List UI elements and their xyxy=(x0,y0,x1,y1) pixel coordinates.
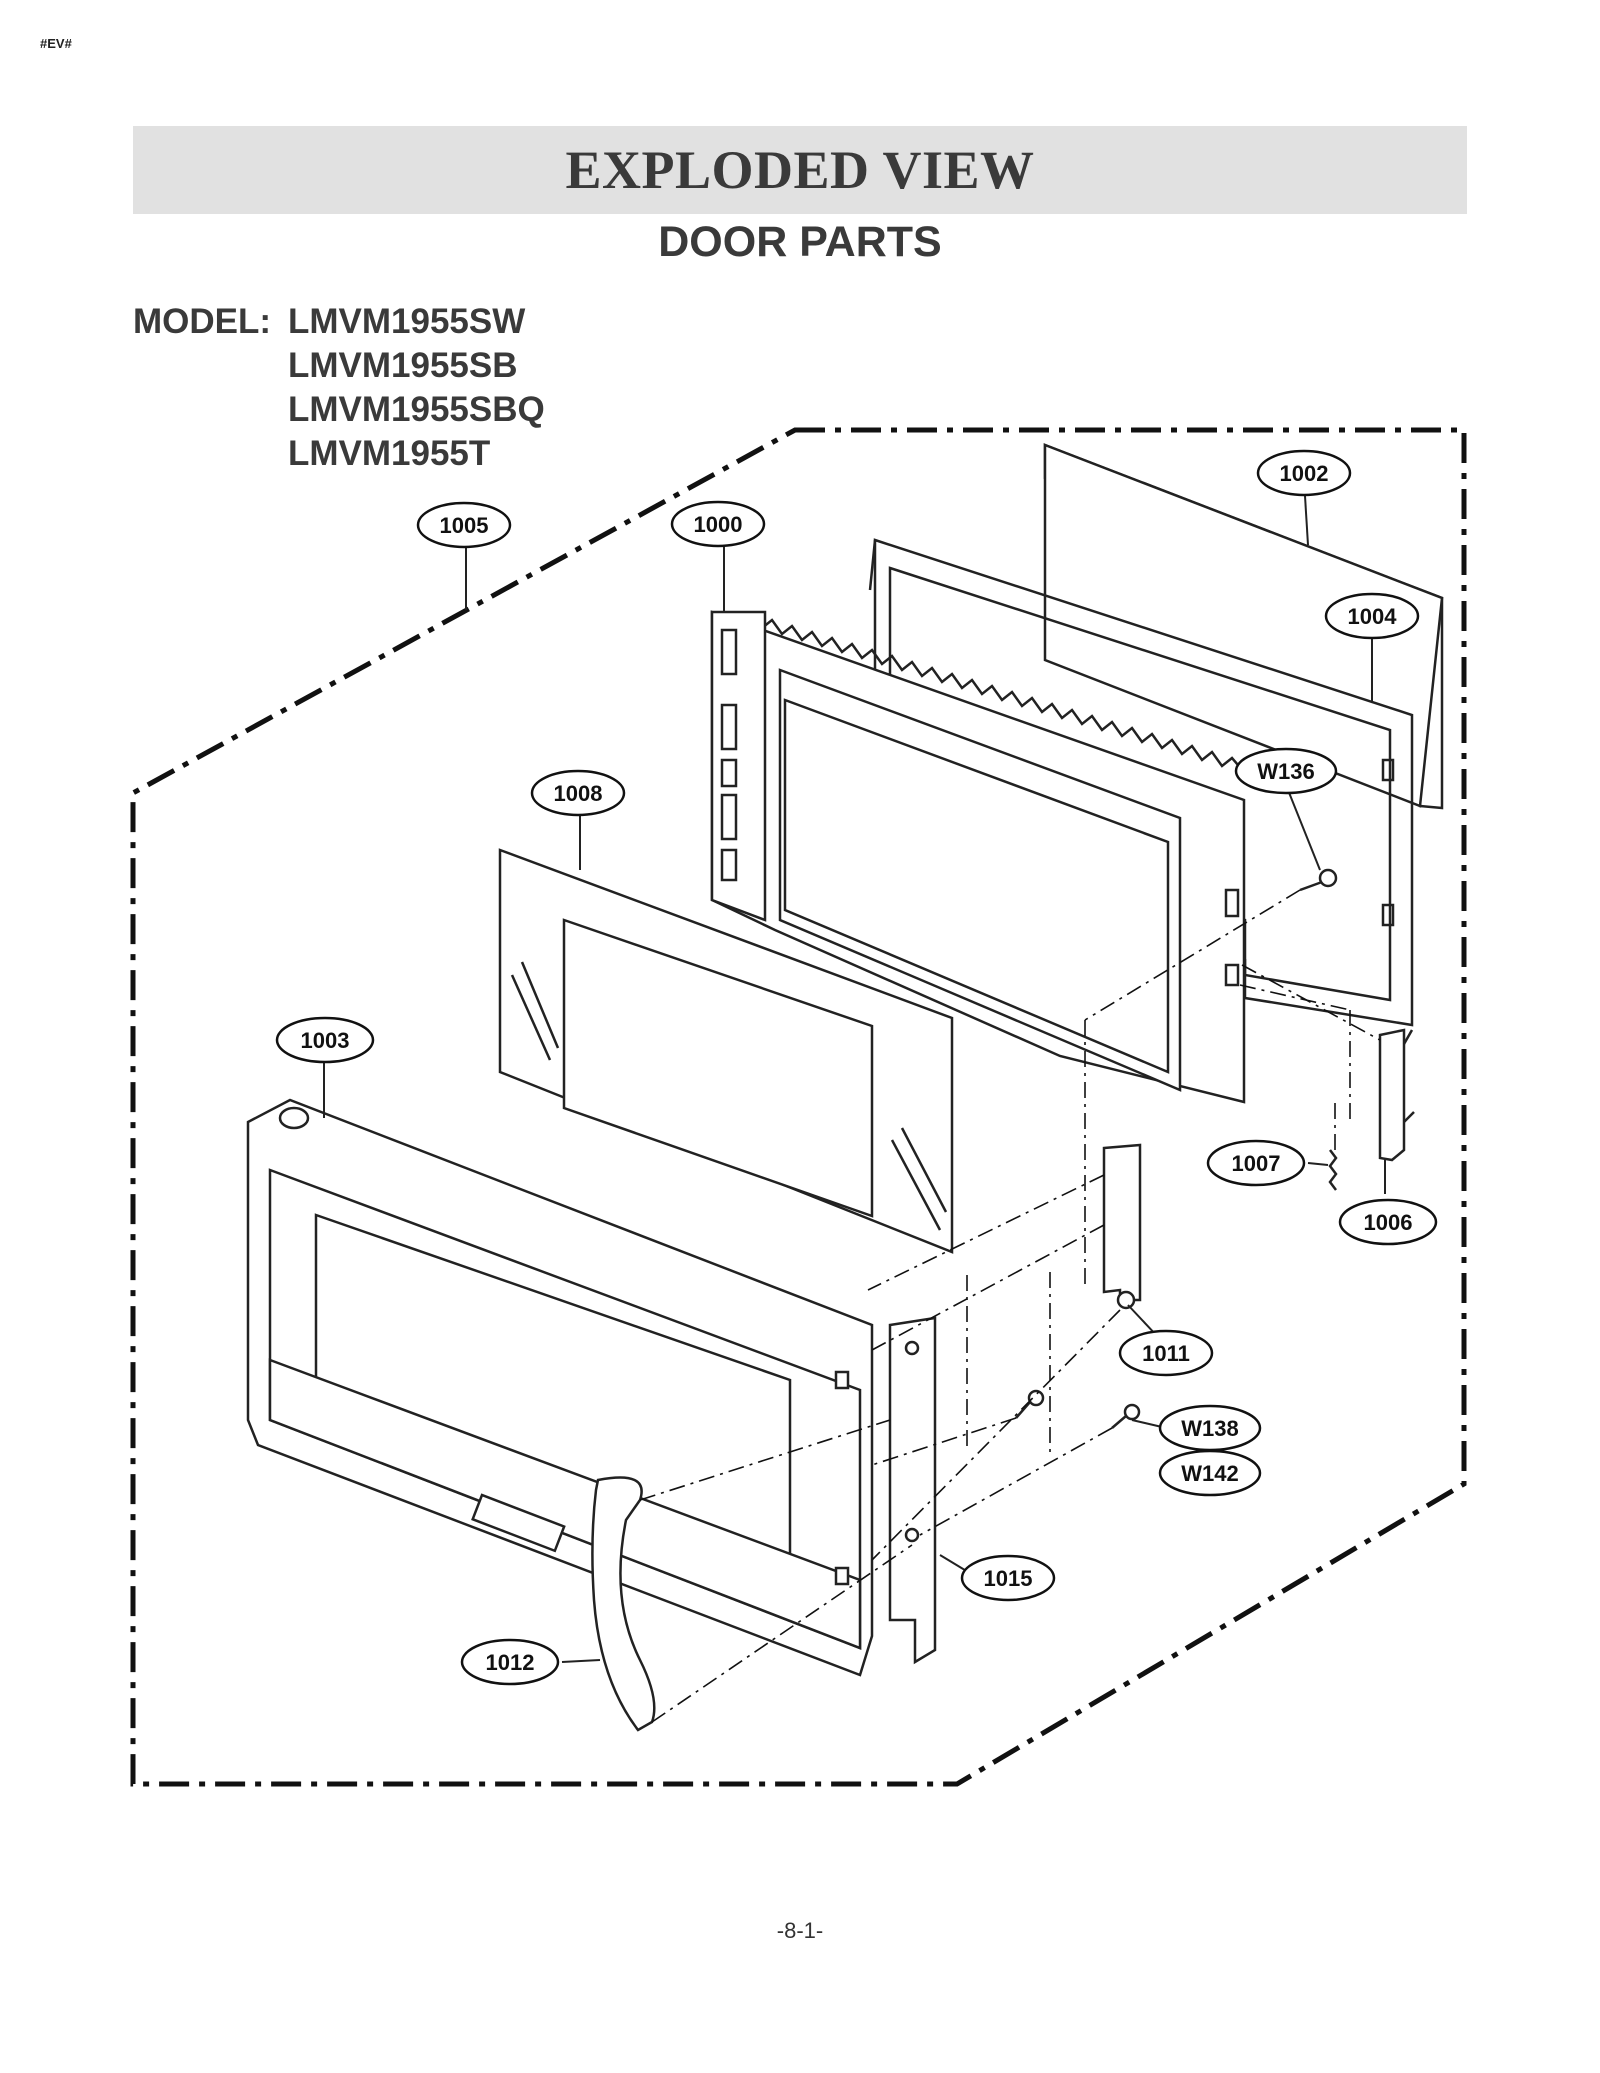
screw-w138 xyxy=(1111,1403,1141,1429)
svg-text:1015: 1015 xyxy=(984,1566,1033,1591)
part-1007-spring xyxy=(1328,1149,1338,1191)
svg-text:1007: 1007 xyxy=(1232,1151,1281,1176)
svg-text:1008: 1008 xyxy=(554,781,603,806)
svg-text:1012: 1012 xyxy=(486,1650,535,1675)
page-title: EXPLODED VIEW xyxy=(565,140,1035,200)
svg-text:W138: W138 xyxy=(1181,1416,1238,1441)
callout-w138: W138 xyxy=(1158,1404,1262,1452)
callout-1003: 1003 xyxy=(275,1016,375,1064)
svg-text:1005: 1005 xyxy=(440,513,489,538)
callout-w136: W136 xyxy=(1234,747,1338,795)
callout-1000: 1000 xyxy=(670,500,766,548)
model-number: LMVM1955SBQ xyxy=(288,390,545,429)
callout-1006: 1006 xyxy=(1338,1198,1438,1246)
callout-1005: 1005 xyxy=(416,501,512,549)
screw-w142 xyxy=(1015,1389,1045,1419)
part-1006-hook xyxy=(1378,1028,1415,1162)
callout-1015: 1015 xyxy=(960,1554,1056,1602)
title-band: EXPLODED VIEW xyxy=(133,126,1467,214)
page-number: -8-1- xyxy=(776,1918,824,1943)
svg-text:1000: 1000 xyxy=(694,512,743,537)
leader-lines xyxy=(323,495,1386,1663)
svg-text:1002: 1002 xyxy=(1280,461,1329,486)
callout-1004: 1004 xyxy=(1324,592,1420,640)
callout-1011: 1011 xyxy=(1118,1329,1214,1377)
part-1015-side-trim xyxy=(888,1316,937,1665)
model-list: LMVM1955SW LMVM1955SB LMVM1955SBQ LMVM19… xyxy=(288,300,545,476)
callout-1008: 1008 xyxy=(530,769,626,817)
screw-w136 xyxy=(1299,868,1338,892)
section-subtitle: DOOR PARTS xyxy=(658,218,942,266)
svg-text:W142: W142 xyxy=(1181,1461,1238,1486)
svg-text:W136: W136 xyxy=(1257,759,1314,784)
svg-text:1003: 1003 xyxy=(301,1028,350,1053)
model-label: MODEL: xyxy=(133,302,272,341)
svg-text:1011: 1011 xyxy=(1142,1341,1190,1366)
callout-w142: W142 xyxy=(1158,1449,1262,1497)
part-1008-glass xyxy=(498,848,954,1254)
document-code: #EV# xyxy=(40,36,72,51)
part-1003-door-frame xyxy=(246,1098,874,1677)
callout-1002: 1002 xyxy=(1256,449,1352,497)
part-1000-inner-door xyxy=(710,610,1246,1104)
model-number: LMVM1955T xyxy=(288,434,491,473)
callout-1007: 1007 xyxy=(1206,1139,1306,1187)
assembly-boundary xyxy=(130,427,1467,1787)
svg-text:1006: 1006 xyxy=(1364,1210,1413,1235)
model-number: LMVM1955SW xyxy=(288,302,526,341)
part-1012-handle xyxy=(591,1476,656,1732)
model-number: LMVM1955SB xyxy=(288,346,518,385)
callout-1012: 1012 xyxy=(460,1638,560,1686)
assembly-lines xyxy=(639,889,1381,1723)
part-1011-latch xyxy=(1102,1143,1142,1310)
svg-text:1004: 1004 xyxy=(1348,604,1398,629)
